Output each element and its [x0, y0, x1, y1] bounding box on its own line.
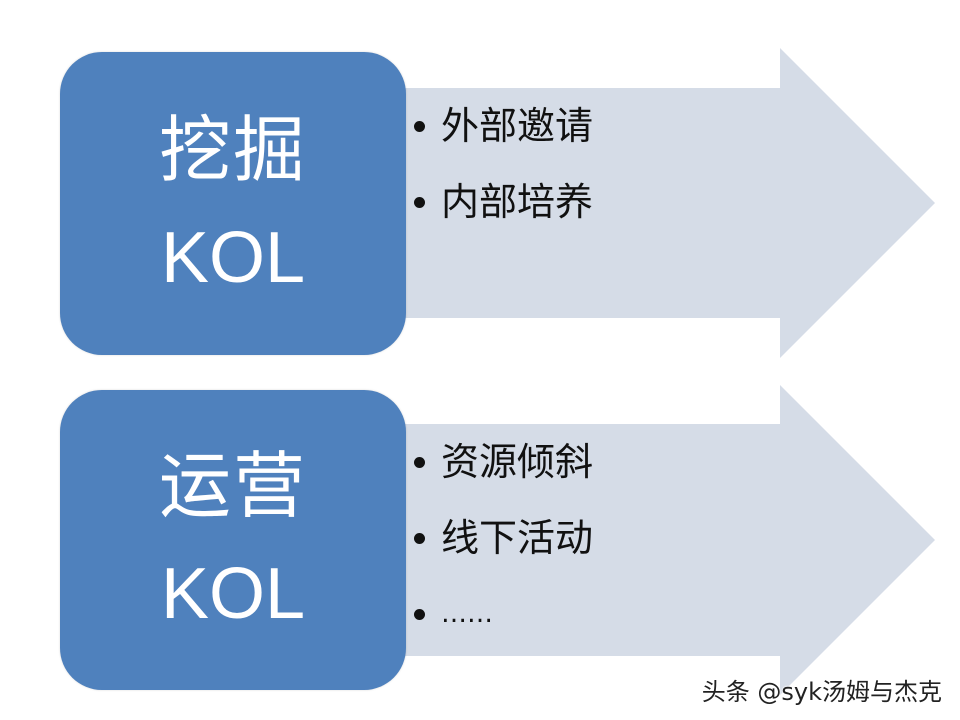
list-item: 资源倾斜 [414, 443, 593, 481]
list-item: 线下活动 [414, 519, 593, 557]
bullet-icon [414, 120, 425, 132]
box-title-cn: 挖掘 [158, 107, 307, 192]
bullet-icon [414, 196, 425, 208]
bullet-icon [414, 456, 425, 468]
watermark: 头条 @syk汤姆与杰克 [701, 678, 942, 706]
list-item: …… [414, 595, 593, 633]
kol-discovery-box: 挖掘 KOL [60, 52, 406, 355]
kol-operation-box: 运营 KOL [60, 390, 406, 690]
list-item: 内部培养 [414, 183, 593, 221]
bullet-icon [414, 608, 425, 620]
kol-discovery-list: 外部邀请 内部培养 [414, 107, 593, 259]
box-title-kol: KOL [160, 554, 306, 634]
box-title-cn: 运营 [158, 444, 307, 528]
box-title-kol: KOL [160, 217, 306, 298]
kol-operation-list: 资源倾斜 线下活动 …… [414, 443, 593, 671]
arrow-top [405, 48, 935, 358]
arrow-bottom [405, 385, 935, 695]
bullet-icon [414, 532, 425, 544]
list-item: 外部邀请 [414, 107, 593, 145]
